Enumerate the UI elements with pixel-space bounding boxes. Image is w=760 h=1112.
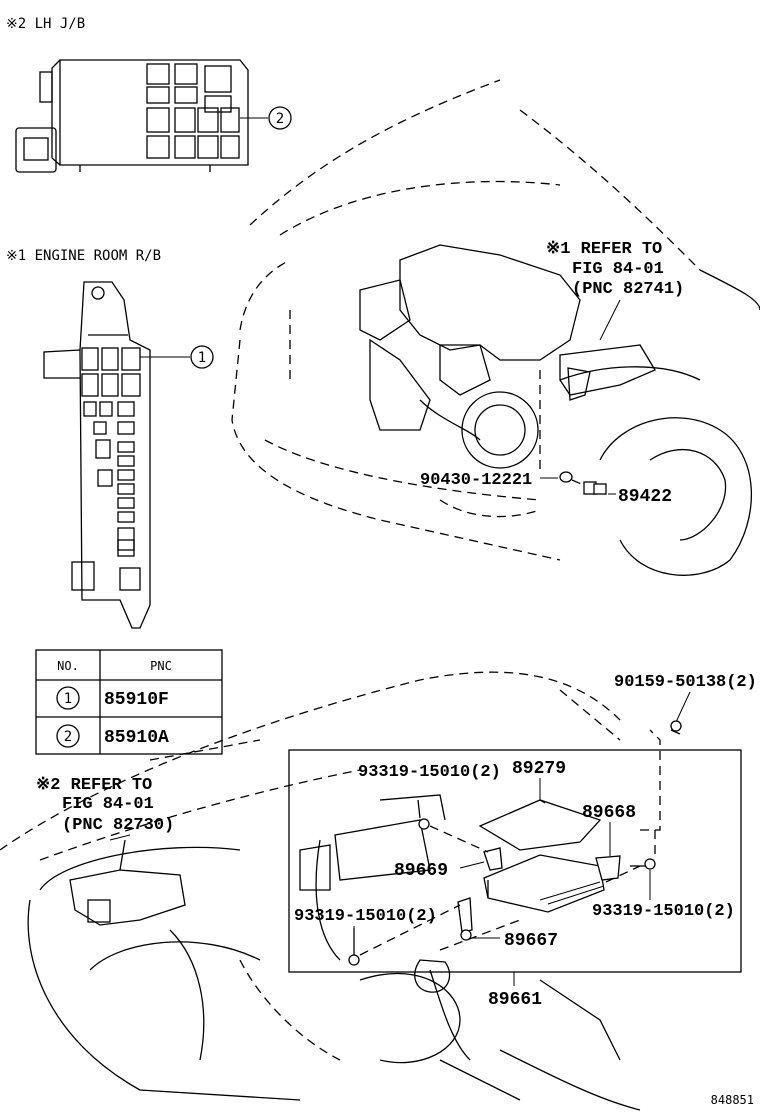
part-label-89667: 89667: [504, 931, 558, 951]
part-label-89661: 89661: [488, 990, 542, 1010]
table-row2-circle: [56, 724, 80, 748]
refer-engine-line3: (PNC 82741): [572, 280, 684, 299]
part-label-90430: 90430-12221: [420, 471, 532, 490]
dash-to-89422: [571, 479, 587, 487]
part-label-93319-top: 93319-15010(2): [358, 763, 501, 782]
table-row1-circle: [56, 686, 80, 710]
part-label-93319-left: 93319-15010(2): [294, 907, 437, 926]
refer-dash-line3: (PNC 82730): [62, 816, 174, 835]
callout-circle-2-top: [268, 106, 292, 130]
leader-90159: [675, 691, 691, 723]
refer-engine-line2: FIG 84-01: [572, 260, 664, 279]
part-label-89669: 89669: [394, 861, 448, 881]
table-row2-no: 2: [64, 729, 72, 745]
engine-block-drawing: [359, 244, 656, 469]
engine-room-relay-block-drawing: [43, 281, 190, 629]
callout-circle-1-top: [190, 345, 214, 369]
part-label-89668: 89668: [582, 803, 636, 823]
front-car-outline: [231, 79, 760, 576]
table-row2-pnc: 85910A: [104, 728, 169, 748]
part-label-93319-right: 93319-15010(2): [592, 902, 735, 921]
refer-dash-line1: ※2 REFER TO: [36, 776, 152, 795]
part-label-89279: 89279: [512, 759, 566, 779]
dashboard-outline: [0, 671, 661, 1111]
refer-dash-line2: FIG 84-01: [62, 795, 154, 814]
washer-90430: [559, 471, 573, 483]
leader-89669: [459, 861, 485, 869]
lh-jb-label: ※2 LH J/B: [6, 16, 85, 32]
lh-junction-block-drawing: [15, 59, 268, 173]
table-header-no: NO.: [57, 659, 79, 673]
dash-junction-block-drawing: [69, 834, 186, 926]
pnc-table: [35, 649, 223, 755]
part-label-89422: 89422: [618, 487, 672, 507]
callout-2-top-text: 2: [276, 111, 284, 127]
table-row1-no: 1: [64, 691, 72, 707]
ecu-components-drawing: [348, 799, 656, 966]
table-header-pnc: PNC: [150, 659, 172, 673]
ecu-detail-frame: [288, 749, 742, 973]
part-label-90159: 90159-50138(2): [614, 673, 757, 692]
refer-engine-line1: ※1 REFER TO: [546, 240, 662, 259]
engine-rb-label: ※1 ENGINE ROOM R/B: [6, 248, 161, 264]
table-row1-pnc: 85910F: [104, 690, 169, 710]
clip-90159-drawing: [670, 720, 682, 735]
sensor-89422-drawing: [583, 481, 607, 495]
callout-1-top-text: 1: [198, 350, 206, 366]
figure-id: 848851: [711, 1093, 754, 1107]
